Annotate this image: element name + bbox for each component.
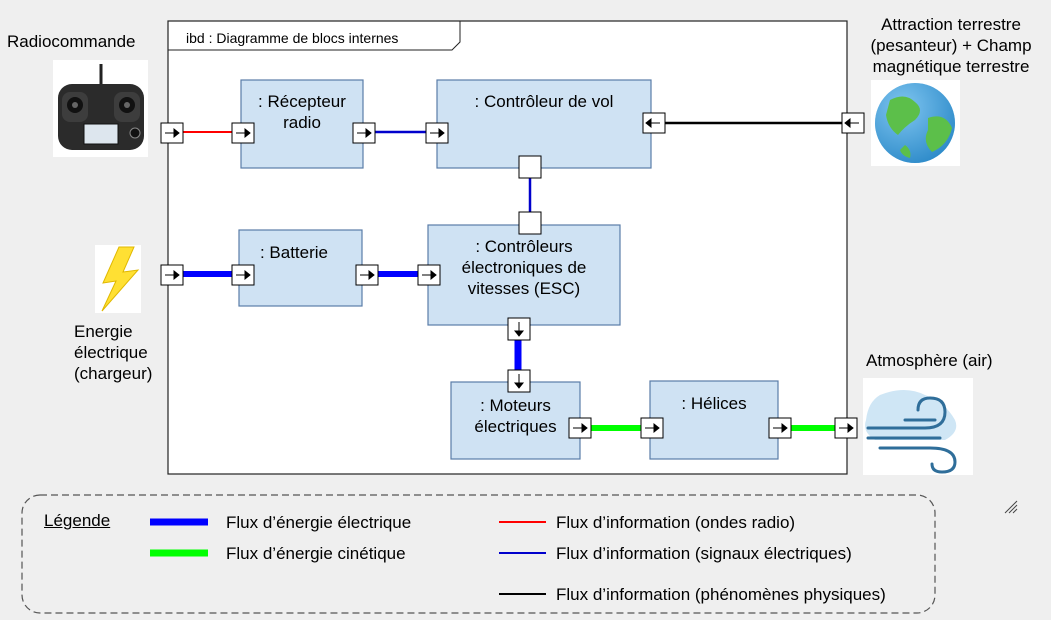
block-propellers-label: : Hélices xyxy=(681,394,747,413)
legend-box xyxy=(21,494,936,614)
legend-label-signal-info: Flux d’information (signaux électriques) xyxy=(556,544,852,563)
block-motors[interactable] xyxy=(450,381,581,460)
earth-label: Attraction terrestre (pesanteur) + Champ… xyxy=(870,15,1032,76)
legend-title: Légende xyxy=(44,511,111,530)
port-arrow-right xyxy=(160,122,858,439)
block-esc[interactable] xyxy=(427,224,621,326)
block-battery-label: : Batterie xyxy=(259,243,329,262)
atmosphere-label: Atmosphère (air) xyxy=(866,351,993,370)
legend-label-electric-energy: Flux d’énergie électrique xyxy=(226,513,412,532)
earth-globe-icon xyxy=(871,80,960,166)
port-vertical xyxy=(507,155,542,393)
charger-label: Energie électrique (chargeur) xyxy=(74,322,153,383)
block-flight-controller[interactable] xyxy=(436,79,652,169)
radio-controller-label: Radiocommande xyxy=(7,32,136,51)
radio-controller-icon xyxy=(53,60,148,157)
legend-label-kinetic-energy: Flux d’énergie cinétique xyxy=(226,544,406,563)
legend-label-radio-info: Flux d’information (ondes radio) xyxy=(556,513,796,532)
resize-grip-icon[interactable] xyxy=(1001,498,1019,514)
port-arrow-left xyxy=(642,112,865,134)
frame-title: ibd : Diagramme de blocs internes xyxy=(186,30,399,46)
frame-title-tab xyxy=(168,21,461,51)
block-flight-controller-label: : Contrôleur de vol xyxy=(474,92,614,111)
legend-label-physical-info: Flux d’information (phénomènes physiques… xyxy=(556,585,886,604)
wind-icon xyxy=(863,378,973,475)
block-receiver[interactable] xyxy=(240,79,364,169)
lightning-bolt-icon xyxy=(95,245,141,313)
